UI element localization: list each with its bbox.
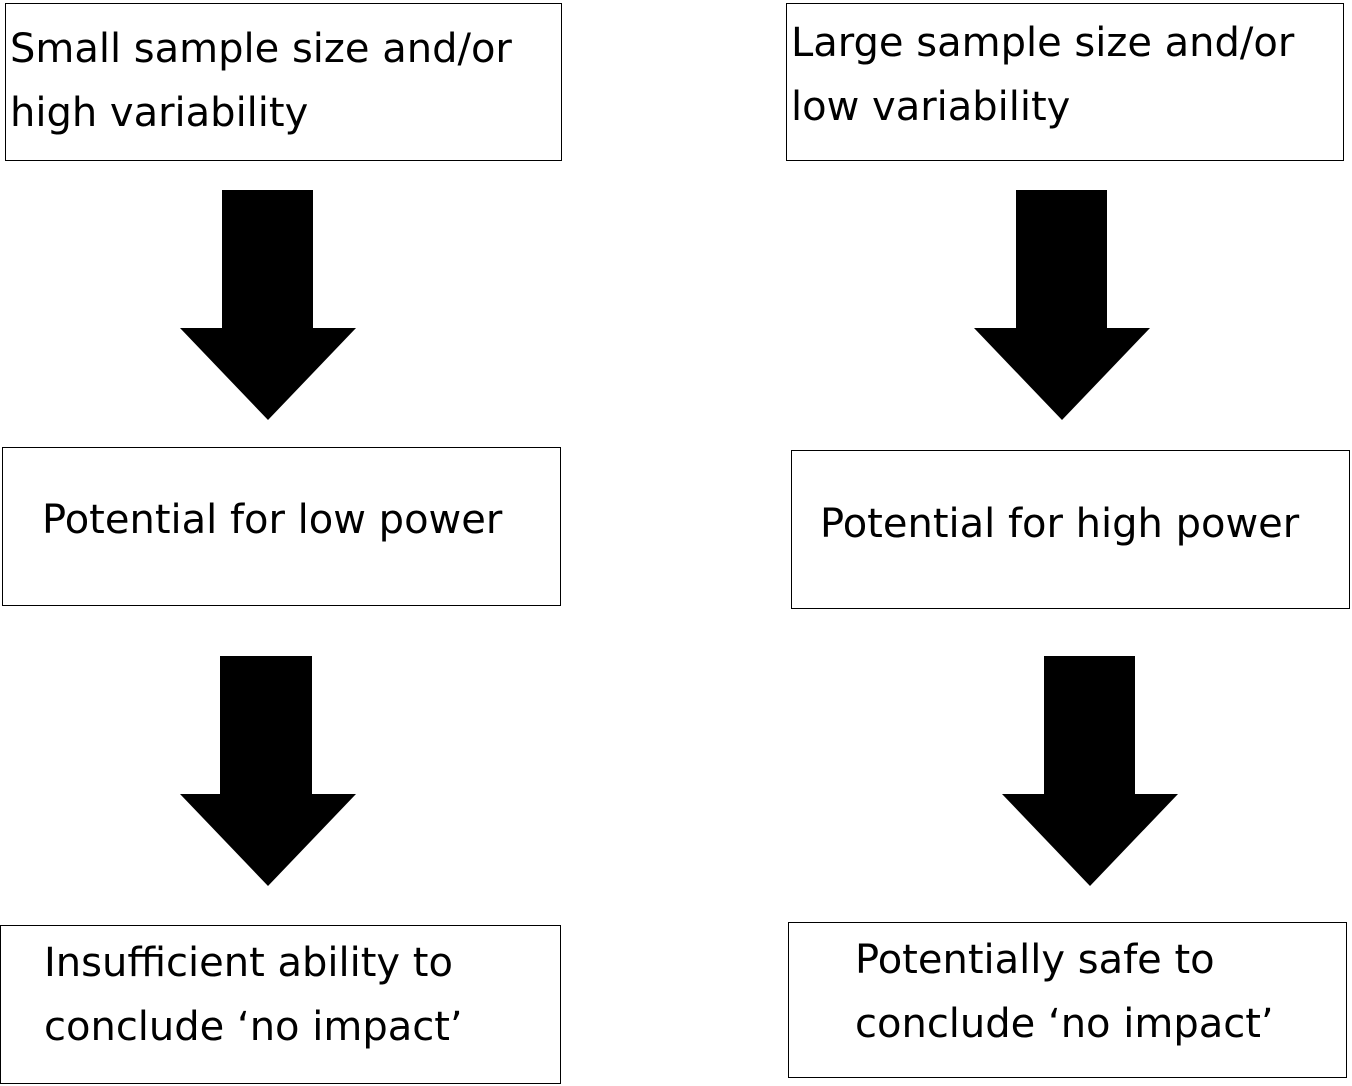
left-box-power-line1: Potential for low power bbox=[42, 497, 503, 543]
left-box-sample-size-text: Small sample size and/or high variabilit… bbox=[10, 17, 512, 145]
left-box-sample-size-line2: high variability bbox=[10, 90, 309, 136]
left-box-power-text: Potential for low power bbox=[42, 488, 502, 552]
right-box-sample-size-line2: low variability bbox=[791, 84, 1071, 130]
left-box-conclusion-line2: conclude ‘no impact’ bbox=[44, 1004, 463, 1050]
right-box-power bbox=[791, 450, 1350, 609]
left-arrow-down-icon-2 bbox=[180, 656, 356, 886]
right-box-sample-size bbox=[786, 3, 1344, 161]
left-box-conclusion-line1: Insufficient ability to bbox=[44, 940, 453, 986]
right-box-sample-size-text: Large sample size and/or low variability bbox=[791, 11, 1294, 139]
left-box-conclusion bbox=[0, 925, 561, 1084]
right-box-power-line1: Potential for high power bbox=[820, 501, 1300, 547]
right-box-power-text: Potential for high power bbox=[820, 492, 1299, 556]
left-box-sample-size bbox=[5, 3, 562, 161]
right-box-sample-size-line1: Large sample size and/or bbox=[791, 20, 1295, 66]
right-arrow-down-icon-2 bbox=[1002, 656, 1178, 886]
left-box-conclusion-text: Insufficient ability to conclude ‘no imp… bbox=[44, 931, 463, 1059]
right-box-conclusion bbox=[788, 922, 1347, 1078]
right-arrow-down-icon-1 bbox=[974, 190, 1150, 420]
left-box-power bbox=[2, 447, 561, 606]
right-box-conclusion-line2: conclude ‘no impact’ bbox=[855, 1001, 1274, 1047]
right-box-conclusion-text: Potentially safe to conclude ‘no impact’ bbox=[855, 928, 1274, 1056]
right-box-conclusion-line1: Potentially safe to bbox=[855, 937, 1215, 983]
left-box-sample-size-line1: Small sample size and/or bbox=[10, 26, 512, 72]
left-arrow-down-icon-1 bbox=[180, 190, 356, 420]
